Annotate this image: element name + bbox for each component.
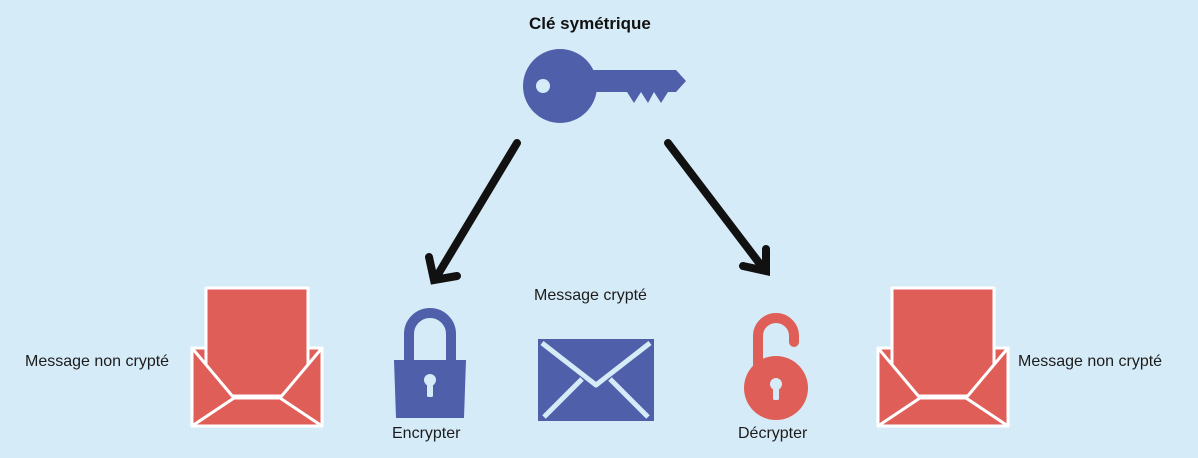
diagram-title: Clé symétrique: [529, 14, 651, 33]
left-message-label: Message non crypté: [25, 353, 170, 370]
right-message-label: Message non crypté: [1018, 353, 1163, 370]
arrow-to-decrypt: [664, 139, 770, 276]
lock-open-icon: [744, 313, 808, 420]
lock-closed-icon: [394, 308, 466, 418]
decrypt-label: Décrypter: [738, 425, 808, 442]
closed-envelope-icon: [538, 339, 654, 421]
open-envelope-icon-right: [876, 286, 1010, 428]
encrypt-label: Encrypter: [392, 425, 461, 442]
arrow-to-encrypt: [425, 139, 521, 285]
key-icon: [523, 49, 686, 123]
open-envelope-icon-left: [190, 286, 324, 428]
encrypted-message-label: Message crypté: [534, 287, 647, 304]
